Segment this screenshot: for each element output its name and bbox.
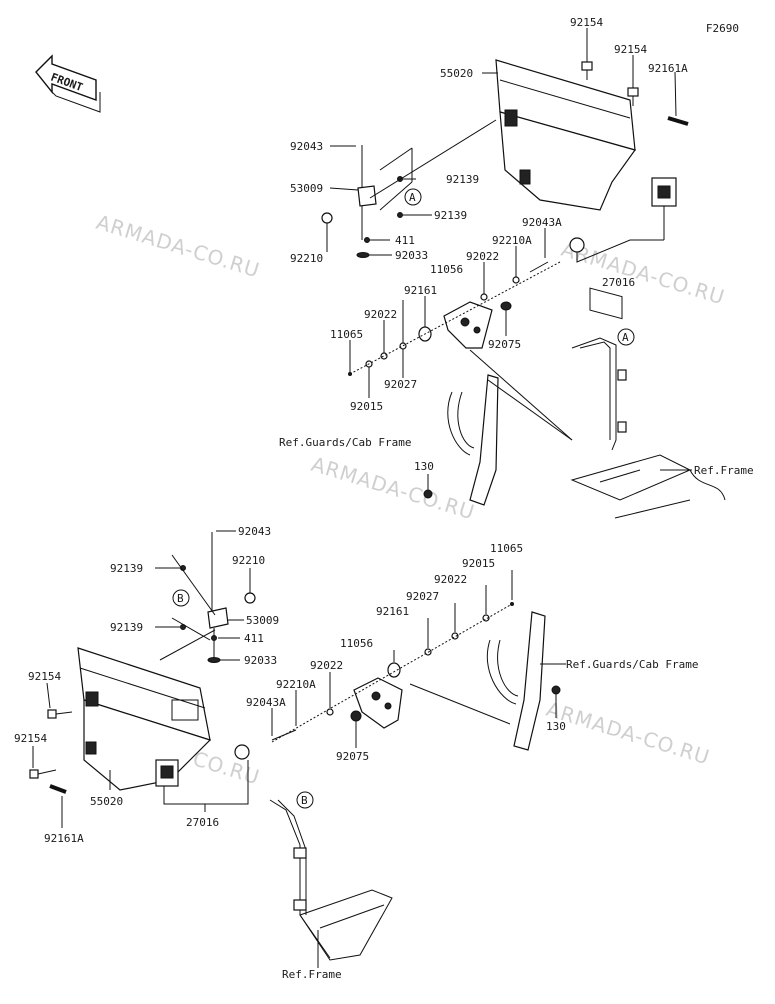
pin-92161A-lower <box>49 784 67 794</box>
part-labels-lower: 92043 92139 92210 53009 92139 411 92033 … <box>14 525 698 981</box>
label-130: 130 <box>414 460 434 473</box>
bracket-53009-upper <box>321 119 497 258</box>
label-92154: 92154 <box>614 43 647 56</box>
label-92027: 92027 <box>384 378 417 391</box>
watermark: ARMADA-CO.RU <box>94 210 263 283</box>
label-92210A: 92210A <box>276 678 316 691</box>
label-411: 411 <box>395 234 415 247</box>
label-92154: 92154 <box>14 732 47 745</box>
label-92161A: 92161A <box>44 832 84 845</box>
bracket-53009-lower <box>159 532 256 663</box>
label-92161: 92161 <box>376 605 409 618</box>
label-411: 411 <box>244 632 264 645</box>
label-92161A: 92161A <box>648 62 688 75</box>
label-53009: 53009 <box>290 182 323 195</box>
bolt-92154-lower <box>29 709 73 779</box>
socket-27016-lower <box>155 744 250 805</box>
svg-text:B: B <box>301 794 308 807</box>
label-11065: 11065 <box>490 542 523 555</box>
ref-marker-a-upper: A <box>404 188 422 206</box>
front-arrow-icon: FRONT <box>35 54 101 113</box>
label-ref-guards-cab-frame: Ref.Guards/Cab Frame <box>279 436 411 449</box>
label-11056: 11056 <box>430 263 463 276</box>
label-27016: 27016 <box>602 276 635 289</box>
tail-lamp-55020-upper <box>495 59 636 320</box>
label-92015: 92015 <box>350 400 383 413</box>
ref-marker-b-frame: B <box>296 791 314 809</box>
guard-ref-lower <box>409 611 561 751</box>
leader-lines <box>32 28 692 968</box>
frame-ref-upper <box>570 337 726 519</box>
label-11056: 11056 <box>340 637 373 650</box>
hardware-chain-upper <box>348 261 561 376</box>
ref-marker-b-lower: B <box>172 589 190 607</box>
label-92139: 92139 <box>434 209 467 222</box>
label-92043A: 92043A <box>522 216 562 229</box>
guard-ref-upper <box>423 349 573 506</box>
label-11065: 11065 <box>330 328 363 341</box>
label-92161: 92161 <box>404 284 437 297</box>
label-92022: 92022 <box>466 250 499 263</box>
label-92154: 92154 <box>570 16 603 29</box>
label-92022: 92022 <box>364 308 397 321</box>
label-55020: 55020 <box>90 795 123 808</box>
label-92015: 92015 <box>462 557 495 570</box>
svg-text:A: A <box>409 191 416 204</box>
socket-27016-upper <box>569 177 677 263</box>
label-92210: 92210 <box>290 252 323 265</box>
label-92139: 92139 <box>446 173 479 186</box>
label-92027: 92027 <box>406 590 439 603</box>
label-92075: 92075 <box>336 750 369 763</box>
diagram-code: F2690 <box>705 22 739 35</box>
label-92043: 92043 <box>238 525 271 538</box>
label-92139: 92139 <box>110 562 143 575</box>
watermark: ARMADA-CO.RU <box>309 452 478 525</box>
label-92154: 92154 <box>28 670 61 683</box>
lower-assembly <box>29 532 561 961</box>
label-92043: 92043 <box>290 140 323 153</box>
label-ref-frame: Ref.Frame <box>282 968 342 981</box>
watermark: ARMADA-CO.RU <box>544 697 713 770</box>
label-92139: 92139 <box>110 621 143 634</box>
label-92210: 92210 <box>232 554 265 567</box>
label-130: 130 <box>546 720 566 733</box>
ref-marker-a-frame: A <box>617 328 635 346</box>
label-27016: 27016 <box>186 816 219 829</box>
label-92210A: 92210A <box>492 234 532 247</box>
label-92075: 92075 <box>488 338 521 351</box>
label-53009: 53009 <box>246 614 279 627</box>
label-92022: 92022 <box>434 573 467 586</box>
frame-ref-lower <box>269 799 393 961</box>
svg-text:B: B <box>177 592 184 605</box>
upper-assembly <box>321 59 726 519</box>
svg-text:A: A <box>622 331 629 344</box>
label-ref-frame: Ref.Frame <box>694 464 754 477</box>
label-92022: 92022 <box>310 659 343 672</box>
label-92033: 92033 <box>244 654 277 667</box>
label-ref-guards-cab-frame: Ref.Guards/Cab Frame <box>566 658 698 671</box>
pin-92161A-upper <box>667 116 689 126</box>
label-92043A: 92043A <box>246 696 286 709</box>
label-92033: 92033 <box>395 249 428 262</box>
part-labels-upper: 92154 92154 92161A 55020 92043 92139 530… <box>279 16 754 477</box>
hardware-chain-lower <box>271 602 514 743</box>
label-55020: 55020 <box>440 67 473 80</box>
